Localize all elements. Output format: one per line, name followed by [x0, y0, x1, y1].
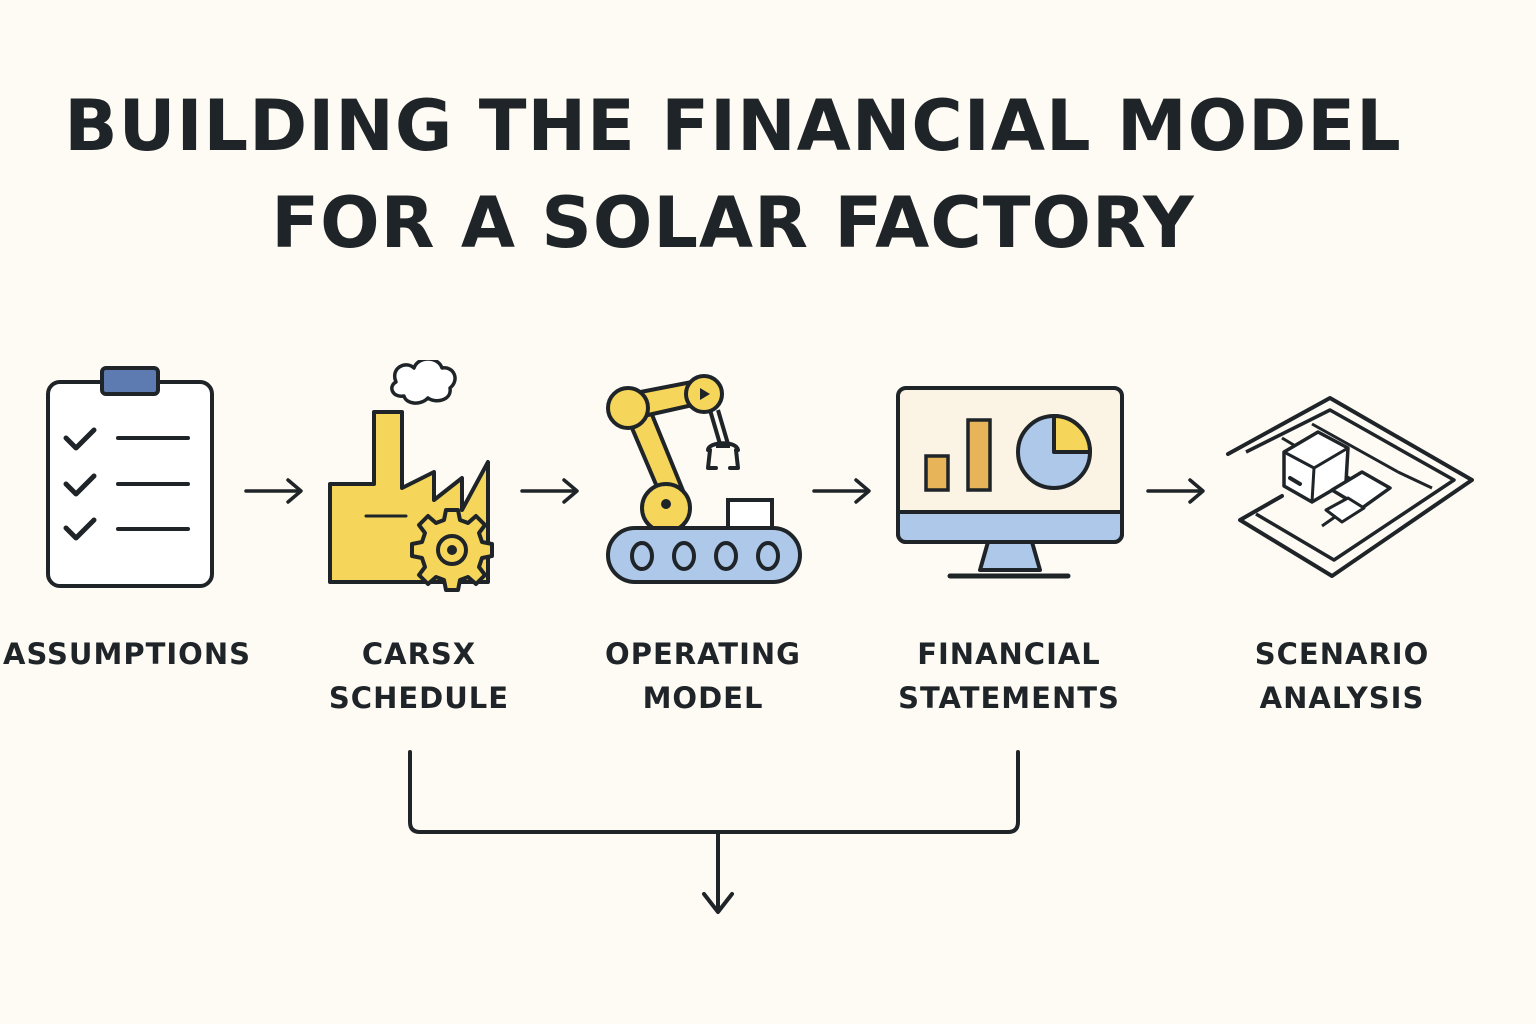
- robot-arm-conveyor-icon: [606, 374, 802, 584]
- step-label-line-1: SCENARIO: [1254, 637, 1430, 671]
- page-title-line-1: BUILDING THE FINANCIAL MODEL: [64, 85, 1402, 167]
- step-label-carsx-schedule: CARSX SCHEDULE: [306, 632, 532, 720]
- step-label-line-1: FINANCIAL: [917, 637, 1101, 671]
- step-label-line-2: SCHEDULE: [328, 681, 510, 715]
- step-label-line-2: ANALYSIS: [1259, 681, 1425, 715]
- clipboard-checklist-icon: [46, 366, 214, 588]
- monitor-charts-icon: [896, 386, 1124, 579]
- step-label-line-2: MODEL: [642, 681, 764, 715]
- step-label-assumptions: ASSUMPTIONS: [0, 632, 254, 676]
- step-label-line-1: ASSUMPTIONS: [3, 637, 251, 671]
- step-label-financial-statements: FINANCIAL STATEMENTS: [884, 632, 1134, 720]
- step-label-line-1: CARSX: [361, 637, 477, 671]
- step-label-line-2: STATEMENTS: [898, 681, 1120, 715]
- page-title-line-2: FOR A SOLAR FACTORY: [271, 182, 1195, 264]
- layered-plan-icon: [1226, 396, 1474, 578]
- step-label-scenario-analysis: SCENARIO ANALYSIS: [1234, 632, 1450, 720]
- step-label-line-1: OPERATING: [605, 637, 801, 671]
- flow-arrow-4: [1146, 478, 1205, 504]
- flow-arrow-2: [520, 478, 579, 504]
- factory-gear-icon: [328, 360, 494, 592]
- flow-arrow-3: [812, 478, 871, 504]
- flow-arrow-1: [244, 478, 303, 504]
- step-label-operating-model: OPERATING MODEL: [592, 632, 814, 720]
